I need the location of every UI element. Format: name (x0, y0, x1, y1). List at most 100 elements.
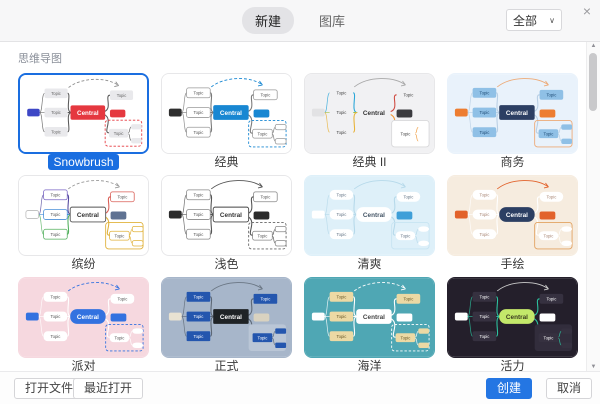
close-icon[interactable]: × (582, 3, 591, 19)
svg-text:Topic: Topic (337, 130, 347, 135)
svg-text:Topic: Topic (194, 334, 204, 339)
template-name-row: 活力 (447, 359, 578, 372)
scrollbar-thumb[interactable] (589, 53, 597, 111)
svg-text:Topic: Topic (403, 296, 413, 301)
template-label: 缤纷 (71, 257, 96, 271)
template-name-row: 经典 II (304, 155, 435, 171)
svg-text:Central: Central (506, 314, 528, 321)
svg-text:Central: Central (77, 314, 99, 321)
svg-text:Topic: Topic (260, 92, 270, 97)
svg-text:Topic: Topic (337, 294, 347, 299)
svg-text:Topic: Topic (546, 194, 556, 199)
header-tabs: 新建 图库 (0, 0, 600, 41)
template-name-row: 缤纷 (18, 257, 149, 273)
dialog-footer: 打开文件 最近打开 创建 取消 (0, 371, 600, 404)
svg-text:Topic: Topic (480, 314, 490, 319)
svg-text:Topic: Topic (546, 92, 556, 97)
svg-text:Topic: Topic (51, 294, 61, 299)
svg-text:Topic: Topic (258, 233, 268, 238)
template-label: 海洋 (357, 359, 382, 372)
svg-text:Topic: Topic (480, 90, 490, 95)
svg-text:Topic: Topic (260, 194, 270, 199)
svg-text:Topic: Topic (480, 110, 490, 115)
svg-text:Topic: Topic (51, 192, 61, 197)
svg-text:Topic: Topic (115, 233, 125, 238)
svg-text:Central: Central (220, 314, 242, 321)
template-name-row: 经典 (161, 155, 292, 171)
template-name-row: 浅色 (161, 257, 292, 273)
tab-new[interactable]: 新建 (241, 7, 294, 34)
svg-text:Topic: Topic (480, 192, 490, 197)
svg-text:Topic: Topic (117, 93, 127, 98)
filter-value: 全部 (513, 13, 538, 28)
svg-text:Central: Central (506, 212, 528, 219)
svg-text:Topic: Topic (337, 314, 347, 319)
svg-text:Topic: Topic (194, 294, 204, 299)
svg-text:Central: Central (363, 212, 385, 219)
svg-text:Topic: Topic (258, 131, 268, 136)
svg-text:Topic: Topic (115, 335, 125, 340)
cancel-button[interactable]: 取消 (545, 378, 592, 399)
svg-text:Central: Central (363, 110, 385, 117)
filter-dropdown[interactable]: 全部 ∨ (506, 9, 562, 31)
svg-text:Topic: Topic (51, 334, 61, 339)
scroll-down-icon[interactable]: ▼ (590, 364, 597, 370)
svg-text:Topic: Topic (337, 232, 347, 237)
dialog-header: 新建 图库 全部 ∨ × (0, 0, 600, 42)
scrollbar[interactable]: ▲ ▼ (586, 41, 600, 372)
scroll-up-icon[interactable]: ▲ (590, 43, 597, 49)
svg-text:Topic: Topic (403, 194, 413, 199)
svg-text:Topic: Topic (194, 314, 204, 319)
tab-gallery[interactable]: 图库 (319, 14, 346, 29)
svg-text:Topic: Topic (546, 296, 556, 301)
svg-text:Topic: Topic (260, 296, 270, 301)
open-file-button[interactable]: 打开文件 (14, 378, 85, 399)
svg-text:Topic: Topic (337, 212, 347, 217)
template-label: 经典 (214, 155, 239, 169)
template-label: 手绘 (500, 257, 525, 271)
template-label: 浅色 (214, 257, 239, 271)
template-name-row: 派对 (18, 359, 149, 372)
svg-text:Topic: Topic (194, 212, 204, 217)
svg-text:Topic: Topic (117, 194, 127, 199)
chevron-down-icon: ∨ (549, 15, 555, 25)
svg-text:Topic: Topic (401, 233, 411, 238)
template-name-row: 海洋 (304, 359, 435, 372)
svg-text:Topic: Topic (337, 334, 347, 339)
create-button[interactable]: 创建 (485, 378, 532, 399)
svg-text:Topic: Topic (544, 335, 554, 340)
svg-text:Central: Central (506, 110, 528, 117)
svg-text:Topic: Topic (544, 233, 554, 238)
svg-text:Topic: Topic (194, 232, 204, 237)
svg-text:Topic: Topic (194, 90, 204, 95)
template-label: 派对 (71, 359, 96, 372)
template-name-row: 正式 (161, 359, 292, 372)
svg-text:Topic: Topic (480, 212, 490, 217)
recent-open-button[interactable]: 最近打开 (73, 378, 144, 399)
svg-text:Topic: Topic (480, 334, 490, 339)
svg-text:Topic: Topic (403, 92, 413, 97)
